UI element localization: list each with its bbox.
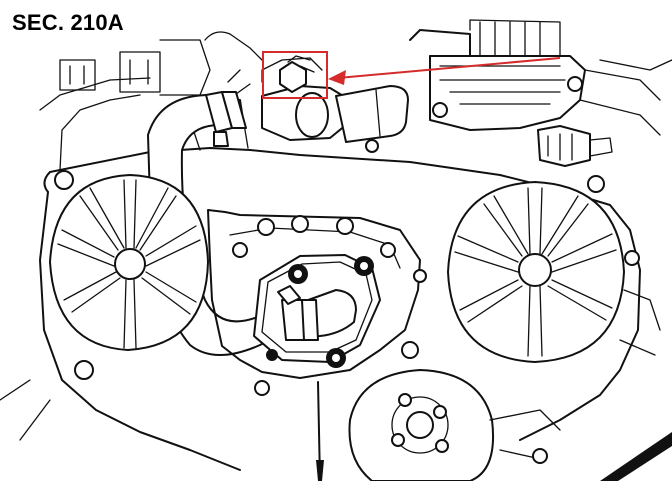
callout-arrow-line xyxy=(337,57,561,79)
corner-shadow xyxy=(600,432,672,481)
upper-fittings xyxy=(59,19,672,167)
highlight-callout xyxy=(262,51,561,99)
thermostat-housing xyxy=(261,55,409,153)
callout-arrow-head xyxy=(328,70,346,85)
water-pump-area xyxy=(207,209,427,481)
highlight-box xyxy=(262,51,328,99)
section-label: SEC. 210A xyxy=(12,10,124,35)
engine-block-outline xyxy=(0,77,641,471)
right-pulley xyxy=(447,175,661,363)
crank-pulley xyxy=(348,369,561,481)
left-pulley xyxy=(49,170,209,380)
